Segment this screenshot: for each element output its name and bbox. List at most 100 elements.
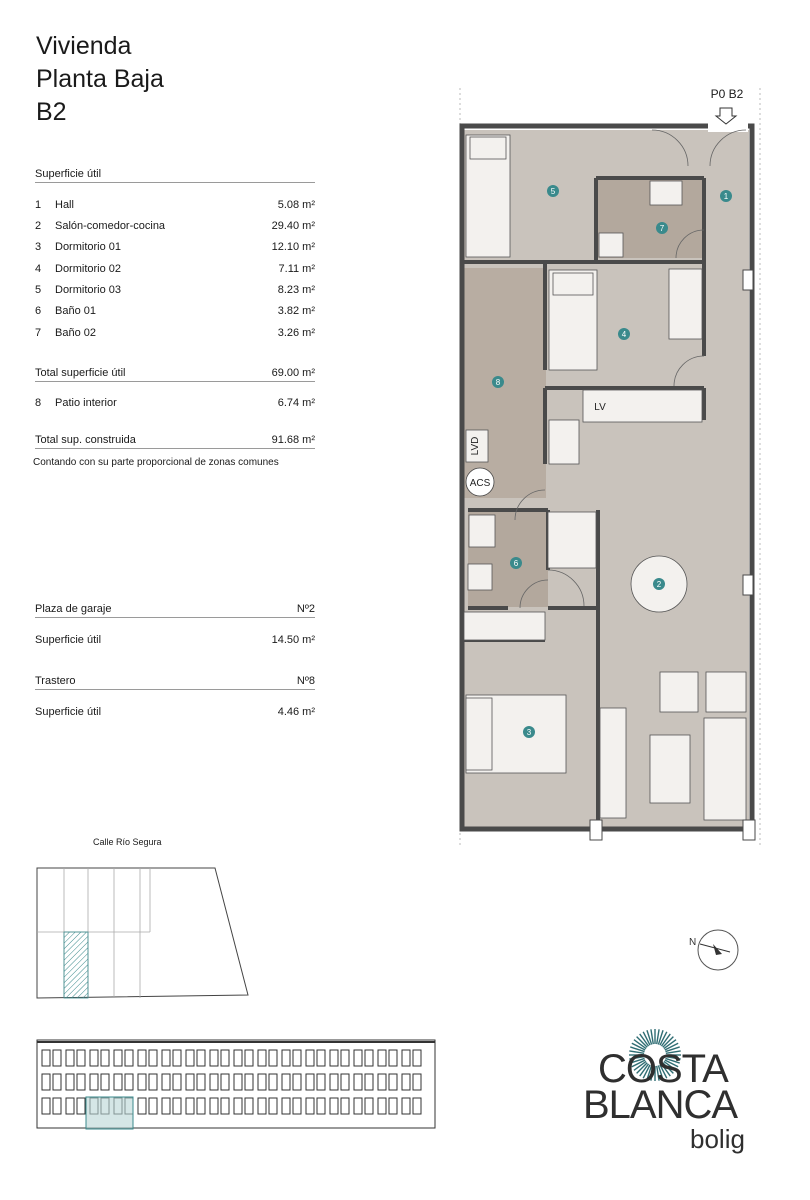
- facade-window: [233, 1049, 243, 1067]
- patio-name: Patio interior: [55, 397, 117, 409]
- facade-window: [52, 1097, 62, 1115]
- logo-text-line-2: BLANCA: [583, 1083, 738, 1127]
- sun-ray: [629, 1056, 645, 1060]
- total-built-label: Total sup. construida: [35, 434, 136, 446]
- room-row: 5 Dormitorio 03 8.23 m²: [35, 284, 315, 296]
- facade-window: [377, 1049, 387, 1067]
- logo-text-line-3: bolig: [690, 1124, 745, 1154]
- facade-window: [305, 1097, 315, 1115]
- facade-window: [113, 1049, 123, 1067]
- room-row: 6 Baño 01 3.82 m²: [35, 305, 315, 317]
- facade-window: [209, 1097, 219, 1115]
- room-number: 1: [35, 199, 42, 211]
- facade-window: [281, 1097, 291, 1115]
- sun-ray: [656, 1029, 660, 1045]
- brand-logo: COSTA BLANCA bolig: [583, 1029, 745, 1154]
- facade-window: [161, 1097, 171, 1115]
- sun-ray: [650, 1029, 654, 1045]
- sun-ray: [659, 1064, 668, 1079]
- facade-window: [100, 1049, 110, 1067]
- facade-window: [65, 1097, 75, 1115]
- room-number: 7: [35, 327, 42, 339]
- facade-window: [172, 1049, 182, 1067]
- outer-wall: [459, 123, 755, 832]
- facade-window: [257, 1073, 267, 1091]
- room-name: Hall: [55, 199, 74, 211]
- room-number: 5: [35, 284, 42, 296]
- facade-window: [161, 1073, 171, 1091]
- facade-window: [305, 1073, 315, 1091]
- facade-window: [388, 1073, 398, 1091]
- facade-window: [148, 1097, 158, 1115]
- room-marker-label: 2: [657, 580, 662, 589]
- sun-ray: [629, 1050, 645, 1054]
- facade-window: [196, 1049, 206, 1067]
- water-heater-label: ACS: [470, 478, 491, 489]
- facade-window: [41, 1097, 51, 1115]
- facade-window: [196, 1073, 206, 1091]
- sun-ray: [657, 1030, 664, 1045]
- sun-ray: [664, 1059, 679, 1068]
- facade-window: [76, 1097, 86, 1115]
- room-number: 2: [35, 220, 42, 232]
- facade-window: [353, 1049, 363, 1067]
- street-name-top: Calle Río Segura: [93, 837, 162, 847]
- room-row: 1 Hall 5.08 m²: [35, 199, 315, 211]
- total-built-value: 91.68 m²: [271, 434, 315, 446]
- water-heater-symbol: [465, 467, 495, 497]
- garage-label: Plaza de garaje: [35, 603, 112, 615]
- entrance-arrow-icon: [714, 107, 738, 125]
- patio-row: 8 Patio interior 6.74 m²: [35, 397, 315, 409]
- floor-plan: P0 B2 LV LVD ACS 1 2 3 4 5 6 7 8: [459, 87, 761, 845]
- sun-ray: [665, 1050, 681, 1054]
- facade-window: [76, 1073, 86, 1091]
- room-row: 3 Dormitorio 01 12.10 m²: [35, 241, 315, 253]
- facade-window: [220, 1049, 230, 1067]
- facade-window: [76, 1049, 86, 1067]
- facade-window: [340, 1049, 350, 1067]
- storage-label: Trastero: [35, 675, 76, 687]
- facade-window: [65, 1049, 75, 1067]
- room-number: 4: [35, 263, 42, 275]
- facade-window: [137, 1049, 147, 1067]
- facade-window: [292, 1073, 302, 1091]
- facade-window: [161, 1049, 171, 1067]
- door-swings: [514, 129, 747, 609]
- storage-surface-value: 4.46 m²: [277, 706, 315, 718]
- patio-area: [464, 268, 546, 498]
- facade-window: [401, 1073, 411, 1091]
- entrance-opening: [708, 120, 748, 132]
- sun-ray: [639, 1033, 650, 1047]
- facade-window: [233, 1097, 243, 1115]
- facade-window: [329, 1049, 339, 1067]
- facade-window: [268, 1073, 278, 1091]
- room-area: 12.10 m²: [271, 241, 315, 253]
- surface-heading: Superficie útil: [35, 168, 315, 183]
- room-marker-dot: [492, 376, 504, 388]
- page-title: Vivienda Planta Baja B2: [36, 30, 164, 129]
- sun-ray: [662, 1036, 674, 1048]
- facade-window: [329, 1073, 339, 1091]
- room-area: 3.26 m²: [277, 327, 315, 339]
- logo-text-line-1: COSTA: [598, 1047, 729, 1091]
- facade-window: [412, 1097, 422, 1115]
- sun-ray: [630, 1046, 645, 1053]
- garage-surface-label: Superficie útil: [35, 634, 102, 646]
- unit-facade-highlight: [85, 1096, 134, 1130]
- room-row: 4 Dormitorio 02 7.11 m²: [35, 263, 315, 275]
- sun-ray: [646, 1030, 653, 1045]
- room-marker-dot: [653, 578, 665, 590]
- garage-surface-row: Superficie útil 14.50 m²: [35, 634, 315, 646]
- sun-ray: [659, 1031, 668, 1046]
- facade-window: [209, 1073, 219, 1091]
- sun-ray: [630, 1057, 645, 1064]
- facade-window: [257, 1097, 267, 1115]
- facade-window: [220, 1073, 230, 1091]
- room-number: 6: [35, 305, 42, 317]
- dryer-label: LVD: [470, 437, 481, 456]
- room-markers: 1 2 3 4 5 6 7 8: [492, 185, 732, 738]
- sun-ray: [660, 1063, 671, 1077]
- facade-window: [244, 1073, 254, 1091]
- facade-window: [364, 1049, 374, 1067]
- room-marker-dot: [720, 190, 732, 202]
